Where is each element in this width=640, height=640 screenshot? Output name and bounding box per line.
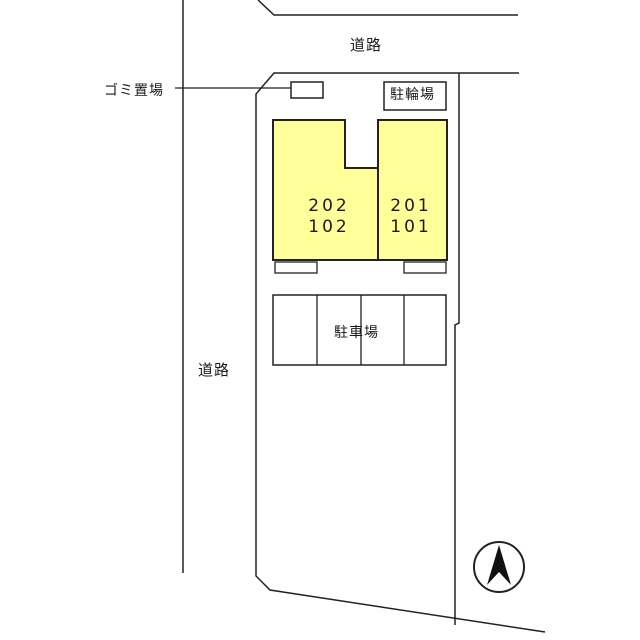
bicycle-parking-label: 駐輪場 — [390, 87, 435, 103]
road-edge-top — [257, 0, 518, 16]
unit-number: 102 — [308, 217, 350, 237]
unit-number: 202 — [308, 196, 350, 216]
site-boundary — [255, 72, 546, 633]
unit-numbers-right: 201 101 — [386, 196, 436, 238]
road-label-top: 道路 — [350, 36, 383, 54]
bicycle-parking-box — [383, 81, 447, 111]
site-boundary-right — [454, 73, 460, 625]
building-left — [272, 119, 379, 261]
unit-numbers-left: 202 102 — [296, 196, 362, 238]
garbage-area-label: ゴミ置場 — [104, 83, 164, 99]
unit-number: 201 — [390, 196, 432, 216]
unit-number: 101 — [390, 217, 432, 237]
parking-lot — [272, 294, 447, 366]
garbage-area — [290, 81, 324, 99]
road-label-left: 道路 — [198, 361, 231, 379]
north-arrow-icon — [473, 541, 525, 593]
entrance-step-right — [403, 261, 447, 274]
building-right — [377, 119, 448, 261]
parking-label: 駐車場 — [334, 325, 379, 341]
entrance-step-left — [274, 261, 318, 274]
